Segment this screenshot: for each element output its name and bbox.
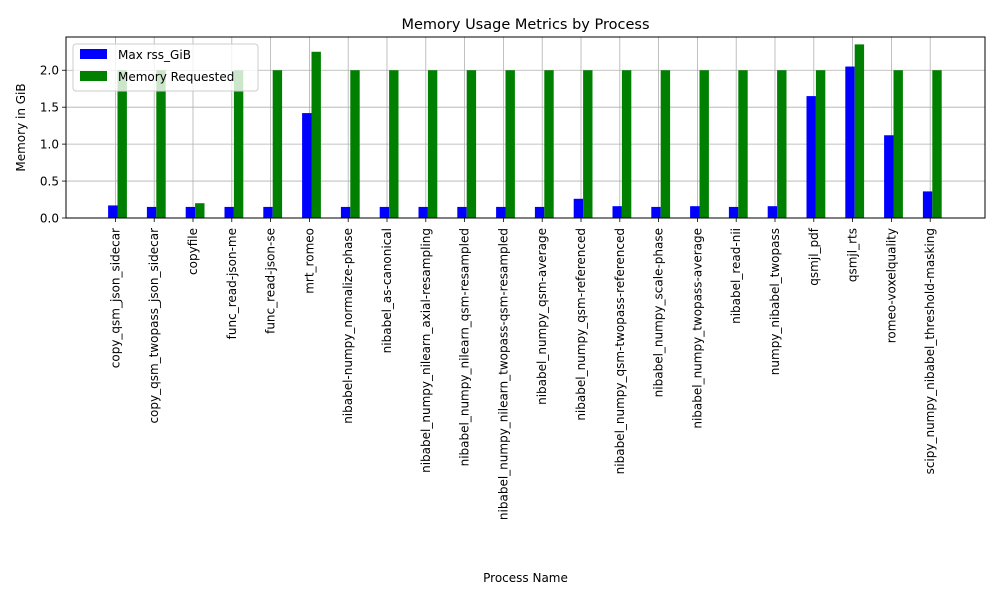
legend-swatch-memory-requested <box>80 71 107 81</box>
legend: Max rss_GiB Memory Requested <box>72 43 259 92</box>
x-tick-label: nibabel_numpy_nilearn_axial-resampling <box>419 228 433 473</box>
x-tick-label: nibabel_numpy_nilearn_qsm-resampled <box>458 228 472 466</box>
x-tick-label: copy_qsm_twopass_json_sidecar <box>147 228 161 424</box>
x-tick-label: nibabel_numpy_nilearn_twopass-qsm-resamp… <box>496 228 510 520</box>
bar-memory-requested <box>233 70 244 218</box>
bar-memory-requested <box>583 70 593 218</box>
bar-memory-requested <box>156 70 166 218</box>
bar-max-rss <box>185 206 196 218</box>
bar-memory-requested <box>195 203 205 218</box>
bar-memory-requested <box>660 70 671 218</box>
x-axis-ticks: copy_qsm_json_sidecar copy_qsm_twopass_js… <box>108 218 937 520</box>
bar-max-rss <box>767 206 778 218</box>
bar-memory-requested <box>854 44 865 218</box>
bar-memory-requested <box>893 70 903 218</box>
bar-max-rss <box>302 113 312 218</box>
y-tick-label: 0.5 <box>40 175 59 189</box>
bar-max-rss <box>496 206 506 218</box>
legend-swatch-max-rss <box>80 49 107 59</box>
bar-max-rss <box>457 206 467 218</box>
x-tick-label: nibabel_numpy_qsm-twopass-referenced <box>613 228 627 474</box>
bar-max-rss <box>224 206 234 218</box>
x-tick-label: nibabel_numpy_qsm-referenced <box>574 228 588 421</box>
bar-memory-requested <box>815 70 826 218</box>
bar-memory-requested <box>311 51 321 218</box>
y-axis-label: Memory in GiB <box>14 83 28 171</box>
bar-max-rss <box>534 206 545 218</box>
bar-memory-requested <box>932 70 942 218</box>
x-tick-label: func_read-json-se <box>264 228 278 334</box>
x-tick-label: romeo-voxelquality <box>884 228 898 343</box>
x-tick-label: qsmjl_rts <box>846 228 860 282</box>
x-tick-label: nibabel_as-canonical <box>380 228 394 353</box>
plot-area-frame <box>65 36 986 219</box>
bar-memory-requested <box>738 70 748 218</box>
bar-max-rss <box>651 206 661 218</box>
y-tick-label: 2.0 <box>40 64 59 78</box>
x-tick-label: func_read-json-me <box>225 228 239 339</box>
y-tick-label: 1.0 <box>40 138 59 152</box>
bar-max-rss <box>573 198 584 218</box>
bar-max-rss <box>146 206 157 218</box>
bar-memory-requested <box>777 70 787 218</box>
bar-max-rss <box>884 135 894 218</box>
x-tick-label: mrt_romeo <box>302 228 316 294</box>
bar-max-rss <box>728 206 739 218</box>
bar-max-rss <box>108 205 118 218</box>
x-tick-label: scipy_numpy_nibabel_threshold-masking <box>923 228 937 474</box>
x-tick-label: copyfile <box>186 228 200 275</box>
x-tick-label: nibabel_numpy_scale-phase <box>652 228 666 397</box>
bar-max-rss <box>340 206 351 218</box>
bars <box>108 44 942 218</box>
legend-frame <box>72 43 259 92</box>
legend-label-max-rss: Max rss_GiB <box>118 48 191 62</box>
bar-max-rss <box>263 206 273 218</box>
x-tick-label: qsmjl_pdf <box>807 227 821 285</box>
y-tick-label: 1.5 <box>40 101 59 115</box>
y-tick-label: 0.0 <box>40 212 59 226</box>
bar-memory-requested <box>427 70 438 218</box>
chart-title: Memory Usage Metrics by Process <box>401 17 649 33</box>
bar-memory-requested <box>621 70 632 218</box>
bar-max-rss <box>612 206 622 218</box>
bar-max-rss <box>806 96 816 218</box>
x-tick-label: nibabel-numpy_normalize-phase <box>341 228 355 424</box>
x-tick-label: numpy_nibabel_twopass <box>768 228 782 375</box>
bar-memory-requested <box>350 70 360 218</box>
x-tick-label: nibabel_numpy_twopass-average <box>690 228 704 429</box>
bar-memory-requested <box>389 70 399 218</box>
x-tick-label: copy_qsm_json_sidecar <box>108 228 122 368</box>
x-axis-label: Process Name <box>483 571 568 585</box>
bar-max-rss <box>690 206 700 218</box>
x-tick-label: nibabel_read-nii <box>729 228 743 324</box>
bar-max-rss <box>418 206 428 218</box>
bar-max-rss <box>922 191 933 218</box>
x-tick-label: nibabel_numpy_qsm-average <box>535 228 549 405</box>
bar-memory-requested <box>544 70 554 218</box>
bar-memory-requested <box>117 70 127 218</box>
y-axis-ticks: 0.0 0.5 1.0 1.5 2.0 <box>40 64 66 226</box>
bar-memory-requested <box>272 70 283 218</box>
bar-memory-requested <box>505 70 515 218</box>
bar-memory-requested <box>466 70 477 218</box>
bar-max-rss <box>845 66 855 218</box>
legend-label-memory-requested: Memory Requested <box>118 70 234 84</box>
bar-max-rss <box>379 206 390 218</box>
bar-memory-requested <box>699 70 709 218</box>
